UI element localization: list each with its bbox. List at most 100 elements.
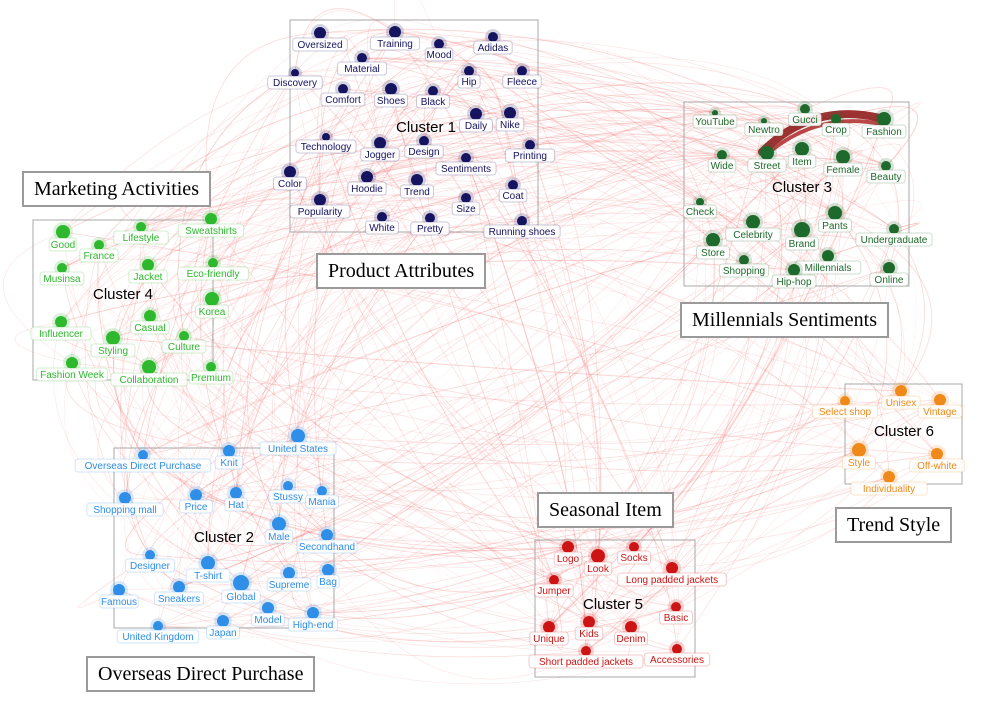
node-label-bg: [823, 162, 863, 177]
network-edge: [671, 118, 837, 569]
node-label-bg: [36, 367, 108, 382]
network-edge: [294, 72, 745, 261]
node-dot: [284, 166, 296, 178]
node-label-bg: [264, 529, 294, 544]
network-edge: [390, 81, 837, 120]
node-dot: [272, 517, 286, 531]
node-label: High-end: [293, 620, 334, 631]
node-check: Check: [683, 195, 717, 219]
node-dot: [795, 142, 809, 156]
network-edge: [98, 244, 860, 451]
node-dot: [66, 357, 78, 369]
node-dot: [877, 112, 891, 126]
network-edge: [61, 267, 677, 608]
node-united-states: United States: [259, 426, 337, 456]
network-edge: [553, 239, 715, 581]
node-japan: Japan: [206, 612, 240, 640]
cluster-label-c3: Cluster 3: [772, 179, 832, 196]
network-edge: [325, 82, 803, 150]
network-edge: [834, 212, 933, 392]
node-eco-friendly: Eco-friendly: [177, 255, 249, 281]
node-dot: [322, 133, 330, 141]
node-shopping: Shopping: [718, 252, 770, 278]
node-label: Mania: [308, 497, 336, 508]
node-design: Design: [404, 133, 444, 159]
network-edge: [157, 199, 321, 627]
node-label: Musinsa: [43, 274, 81, 285]
network-edge: [267, 390, 902, 609]
node-dot: [94, 240, 104, 250]
node-label: Fashion: [866, 127, 902, 138]
node-male: Male: [264, 514, 294, 544]
node-dot: [136, 222, 146, 232]
node-gucci: Gucci: [788, 101, 822, 127]
node-dot: [385, 83, 397, 95]
network-edge: [178, 586, 678, 685]
network-edge: [210, 218, 555, 581]
theme-overseas-direct-purchase: Overseas Direct Purchase: [86, 656, 316, 692]
network-edge: [289, 171, 673, 569]
network-edge: [61, 267, 555, 581]
node-label-bg: [113, 230, 169, 245]
network-edge: [195, 476, 890, 532]
node-dot: [205, 292, 219, 306]
node-label-bg: [124, 558, 176, 573]
node-label-bg: [416, 94, 450, 109]
network-edge: [177, 298, 213, 564]
node-dot: [230, 487, 242, 499]
node-label: Coat: [502, 191, 523, 202]
node-label-bg: [116, 629, 200, 644]
node-running-shoes: Running shoes: [483, 213, 561, 239]
node-label-bg: [785, 236, 819, 251]
node-label: Off-white: [917, 461, 957, 472]
node-dot: [800, 104, 810, 114]
node-label: Crop: [825, 125, 847, 136]
node-label: Daily: [465, 121, 487, 132]
node-brand: Brand: [785, 219, 819, 251]
node-dot: [291, 69, 299, 77]
node-label-bg: [707, 158, 737, 173]
network-edge: [287, 212, 836, 487]
node-label-bg: [659, 610, 693, 625]
network-edge: [468, 66, 523, 222]
node-dot: [411, 174, 423, 186]
network-edge: [316, 29, 396, 201]
node-label: Good: [51, 240, 75, 251]
node-pretty: Pretty: [410, 210, 450, 236]
network-edge: [149, 449, 860, 562]
node-label: Eco-friendly: [187, 269, 240, 280]
network-edge: [207, 555, 599, 620]
network-edge: [3, 231, 73, 364]
node-dot: [666, 562, 678, 574]
network-edge: [112, 337, 902, 392]
node-dot: [828, 206, 842, 220]
network-edge: [548, 118, 837, 628]
node-label-bg: [451, 201, 481, 216]
node-label: Logo: [557, 554, 580, 565]
node-label: Individuality: [863, 484, 915, 495]
network-edge: [142, 70, 523, 456]
network-edge: [62, 140, 425, 233]
node-sweatshirts: Sweatshirts: [177, 210, 245, 238]
node-sentiments: Sentiments: [435, 150, 497, 176]
node-label-bg: [400, 184, 434, 199]
network-edge: [325, 92, 716, 138]
node-dot: [712, 110, 718, 116]
node-label: Unisex: [886, 398, 917, 409]
network-edge: [492, 36, 754, 223]
node-color: Color: [273, 163, 307, 191]
node-label: Street: [754, 161, 781, 172]
network-edge: [379, 90, 477, 144]
network-edge: [149, 315, 555, 581]
node-dot: [672, 644, 682, 654]
network-edge: [366, 176, 846, 402]
network-edge: [240, 108, 806, 584]
node-label-bg: [617, 572, 727, 587]
node-label-bg: [771, 274, 817, 289]
node-culture: Culture: [161, 328, 207, 354]
network-edge: [123, 497, 224, 622]
node-global: Global: [221, 572, 261, 604]
network-edge: [60, 142, 381, 323]
node-dot: [895, 385, 907, 397]
node-label: Premium: [191, 373, 231, 384]
